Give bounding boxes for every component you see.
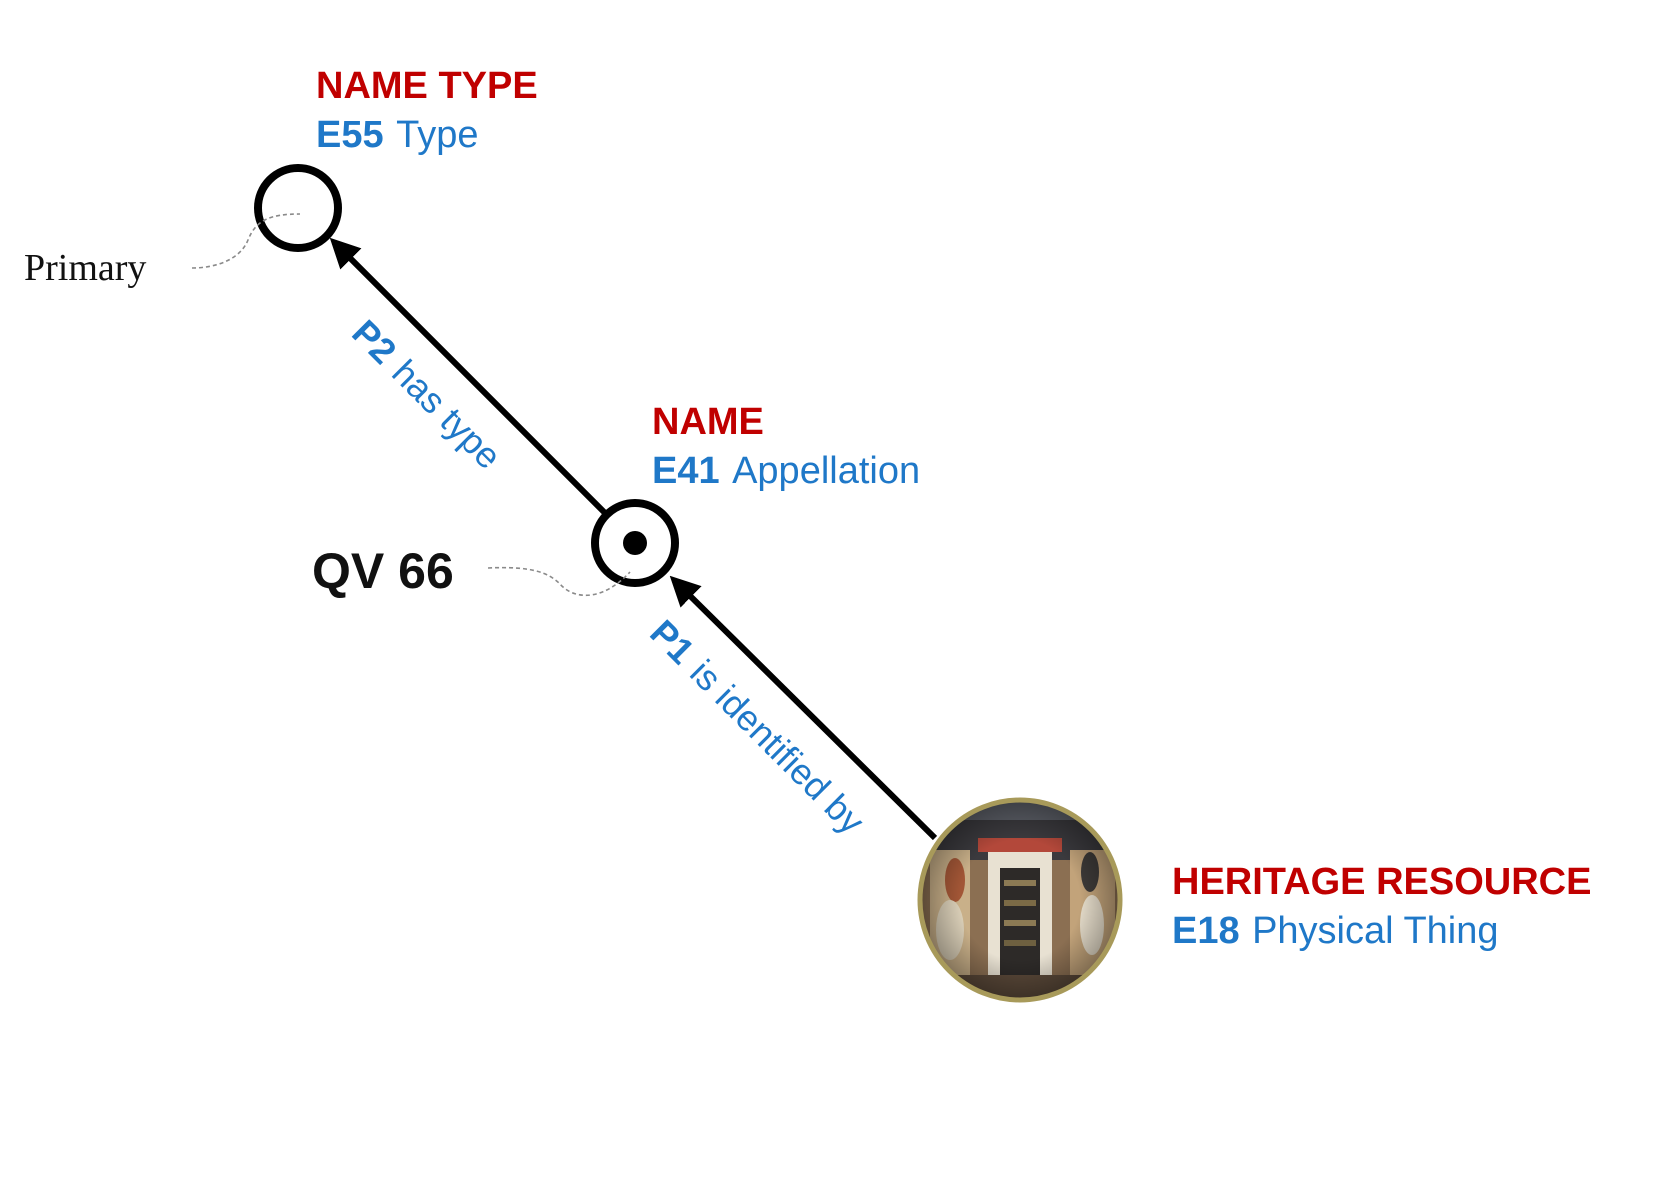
name-type-value: Primary — [24, 247, 146, 289]
name-type-class: E55 Type — [316, 114, 478, 156]
name-type-class-name: Type — [396, 114, 478, 156]
heritage-resource-role: HERITAGE RESOURCE — [1172, 861, 1591, 903]
name-class: E41 Appellation — [652, 450, 920, 492]
heritage-resource-class-name: Physical Thing — [1252, 910, 1498, 952]
name-node-value-dot — [623, 531, 647, 555]
name-class-code: E41 — [652, 450, 720, 492]
name-type-role: NAME TYPE — [316, 65, 538, 107]
name-type-value-leader — [191, 213, 301, 269]
heritage-resource-node[interactable] — [917, 797, 1123, 1003]
name-type-node[interactable] — [254, 164, 342, 252]
edge-text-has-type: has type — [384, 352, 509, 477]
name-type-class-code: E55 — [316, 114, 384, 156]
tomb-interior-photo-icon — [922, 802, 1118, 998]
edge-code-p2: P2 — [344, 312, 404, 372]
name-class-name: Appellation — [732, 450, 920, 492]
heritage-resource-class-code: E18 — [1172, 910, 1240, 952]
edge-label-is-identified-by: P1 is identified by — [642, 612, 872, 842]
heritage-resource-class: E18 Physical Thing — [1172, 910, 1499, 952]
edge-is-identified-by — [669, 575, 938, 841]
edge-code-p1: P1 — [642, 612, 702, 672]
name-role: NAME — [652, 401, 764, 443]
edge-has-type — [329, 237, 613, 521]
name-value: QV 66 — [312, 543, 454, 599]
